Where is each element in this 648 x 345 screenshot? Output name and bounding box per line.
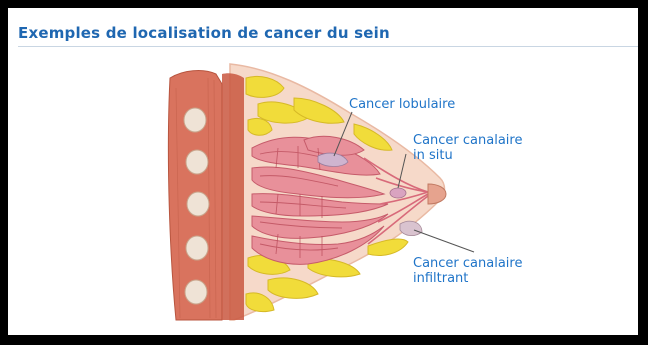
label-infiltrating-line2: infiltrant <box>413 271 468 286</box>
label-in-situ-line2: in situ <box>413 148 453 163</box>
infiltrating-leader-line <box>414 230 474 252</box>
label-in-situ-line1: Cancer canalaire <box>413 133 522 148</box>
diagram-frame: Exemples de localisation de cancer du se… <box>8 8 638 335</box>
pectoral-layer <box>222 73 244 320</box>
infiltrating-cancer-region <box>400 221 422 235</box>
label-lobular-cancer: Cancer lobulaire <box>349 97 455 112</box>
label-infiltrating-line1: Cancer canalaire <box>413 256 522 271</box>
in-situ-cancer-region <box>390 188 406 198</box>
breast-cross-section-illustration: Cancer lobulaire Cancer canalaire in sit… <box>8 8 638 335</box>
